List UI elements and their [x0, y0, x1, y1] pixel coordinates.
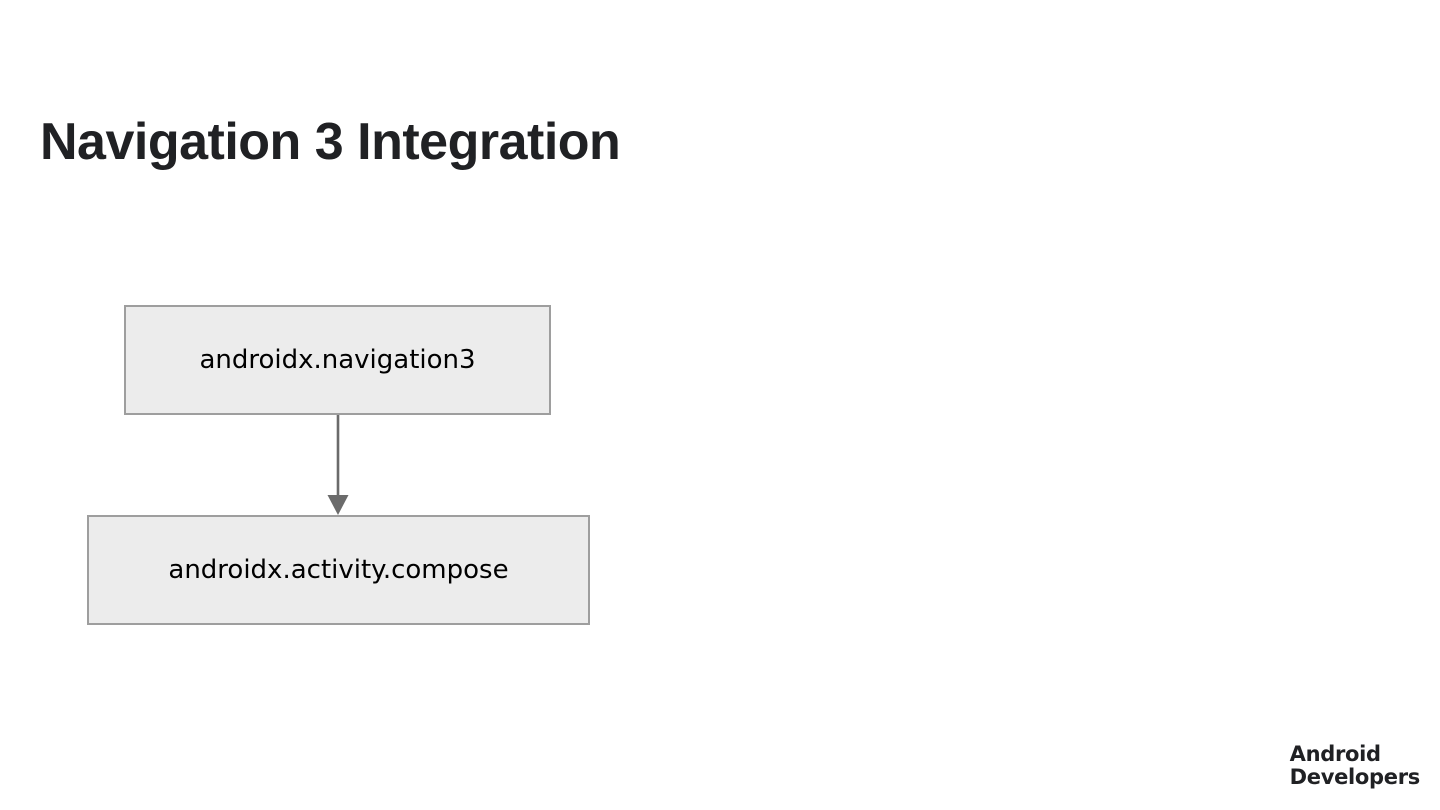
diagram-node-label: androidx.activity.compose	[168, 555, 509, 585]
android-developers-logo: Android Developers	[1289, 741, 1421, 790]
logo-line-developers: Developers	[1289, 765, 1421, 790]
edge-nav3-to-activity-compose	[327, 414, 349, 515]
diagram-node-label: androidx.navigation3	[199, 345, 476, 375]
logo-line-android: Android	[1289, 741, 1381, 766]
diagram-node-androidx-navigation3[interactable]: androidx.navigation3	[124, 305, 551, 415]
page-title: Navigation 3 Integration	[40, 112, 621, 171]
arrowhead-icon	[327, 495, 349, 515]
diagram-node-androidx-activity-compose[interactable]: androidx.activity.compose	[87, 515, 590, 625]
